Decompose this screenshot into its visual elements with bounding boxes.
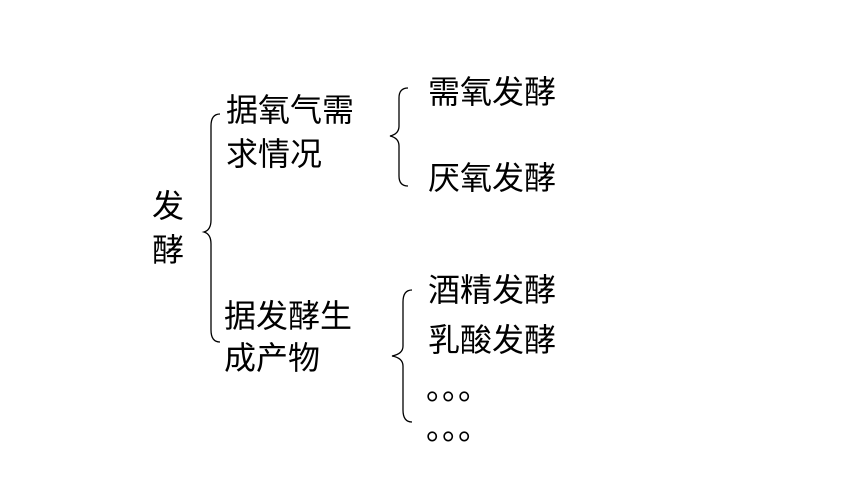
product-branch-label-line2: 成产物 xyxy=(224,339,321,377)
root-label-line2: 酵 xyxy=(152,231,185,269)
oxygen-branch-label-line2: 求情况 xyxy=(226,135,323,173)
leaf-ellipsis-2: 。。。 xyxy=(426,409,491,447)
leaf-alcoholic-fermentation: 酒精发酵 xyxy=(428,271,557,309)
leaf-ellipsis-1: 。。。 xyxy=(426,369,491,407)
root-brace xyxy=(201,113,221,343)
oxygen-branch-brace xyxy=(389,87,409,187)
oxygen-branch-label-line1: 据氧气需 xyxy=(226,91,355,129)
product-branch-brace xyxy=(391,289,413,423)
root-label-line1: 发 xyxy=(152,187,185,225)
leaf-lactic-acid-fermentation: 乳酸发酵 xyxy=(428,321,557,359)
product-branch-label-line1: 据发酵生 xyxy=(224,297,353,335)
leaf-aerobic-fermentation: 需氧发酵 xyxy=(428,73,557,111)
leaf-anaerobic-fermentation: 厌氧发酵 xyxy=(428,159,557,197)
